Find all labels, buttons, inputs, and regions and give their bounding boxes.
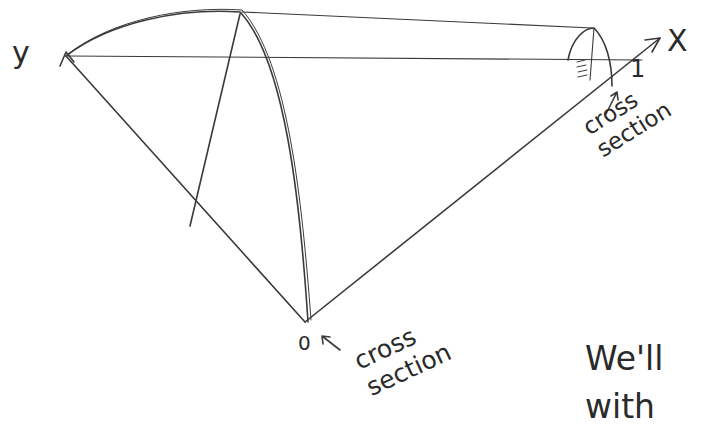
- handwritten-label: 0: [298, 332, 322, 355]
- y-arrowhead: [60, 52, 74, 66]
- small-cross-section: [568, 28, 612, 86]
- hatch: [577, 60, 587, 77]
- small-inner-line: [590, 28, 594, 80]
- handwritten-label: y: [12, 36, 52, 71]
- inner-line: [190, 14, 240, 226]
- handwritten-label: 1: [630, 56, 660, 84]
- top-edge: [242, 12, 592, 28]
- handwritten-label: cross section: [350, 299, 483, 402]
- x-axis: [305, 38, 660, 322]
- y-axis: [66, 56, 305, 322]
- x-arrowhead: [645, 38, 660, 52]
- back-edge: [68, 56, 642, 60]
- handwritten-label: X: [667, 24, 707, 59]
- pointer-arrow: [322, 336, 340, 350]
- handwritten-label: We'll with: [585, 335, 705, 431]
